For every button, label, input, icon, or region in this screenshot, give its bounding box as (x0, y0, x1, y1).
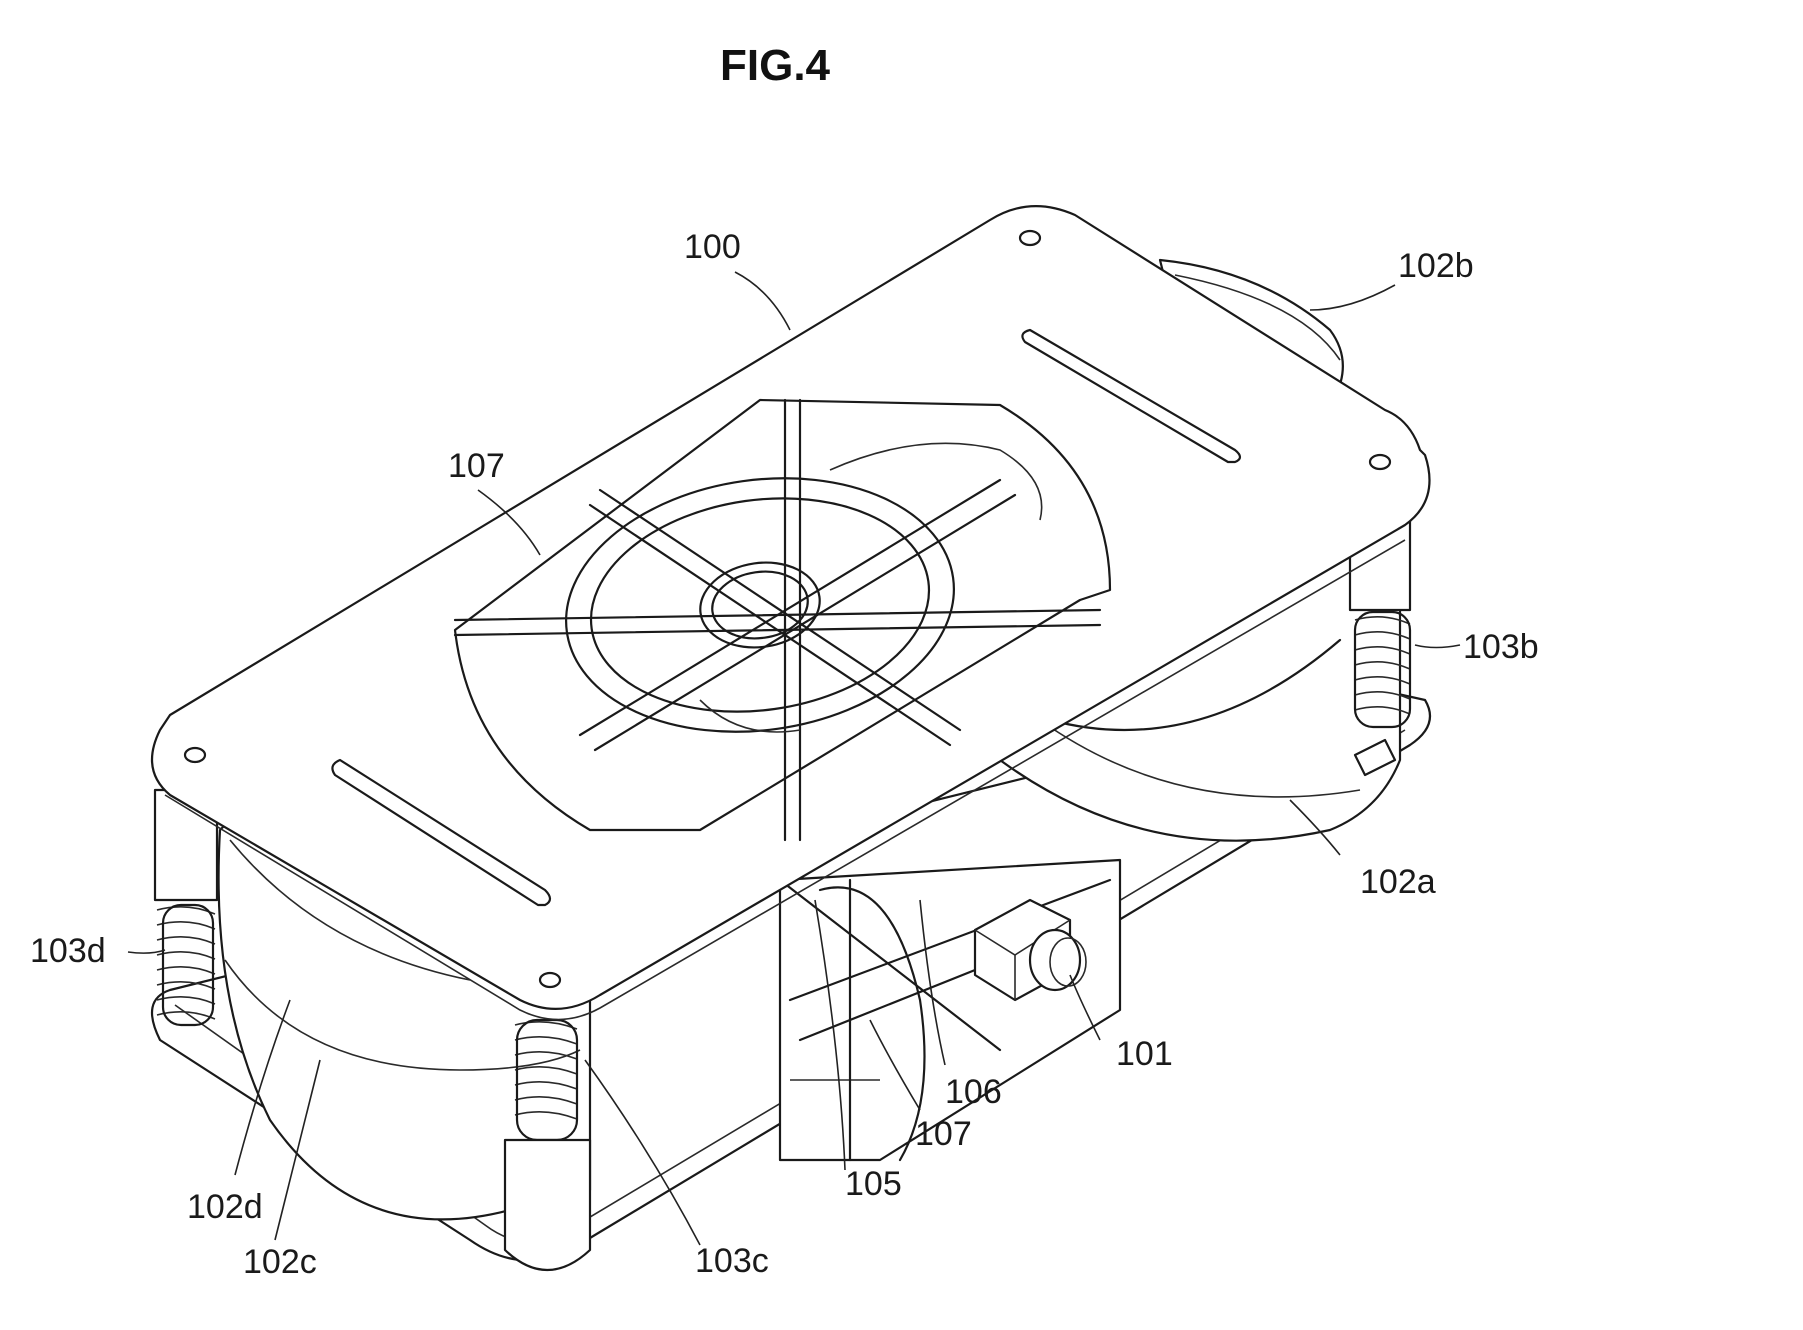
label-105: 105 (845, 1165, 902, 1203)
label-103c: 103c (695, 1242, 769, 1280)
spring-103c (503, 1018, 592, 1271)
fan-102c-102d (217, 818, 592, 1221)
upper-grille-107 (453, 398, 1112, 842)
label-103d: 103d (30, 932, 106, 970)
figure-title: FIG.4 (720, 41, 831, 90)
label-106: 106 (945, 1073, 1002, 1111)
reference-labels: 100 102b 107 103b 102a 103d 101 106 107 … (30, 228, 1539, 1281)
label-103b: 103b (1463, 628, 1539, 666)
leader-lines (127, 271, 1461, 1246)
label-102a: 102a (1360, 863, 1436, 901)
label-101: 101 (1116, 1035, 1173, 1073)
label-107-top: 107 (448, 447, 505, 485)
label-102c: 102c (243, 1243, 317, 1281)
label-100: 100 (684, 228, 741, 266)
label-102d: 102d (187, 1188, 263, 1226)
label-107-bottom: 107 (915, 1115, 972, 1153)
label-102b: 102b (1398, 247, 1474, 285)
connector-101 (973, 898, 1087, 1002)
